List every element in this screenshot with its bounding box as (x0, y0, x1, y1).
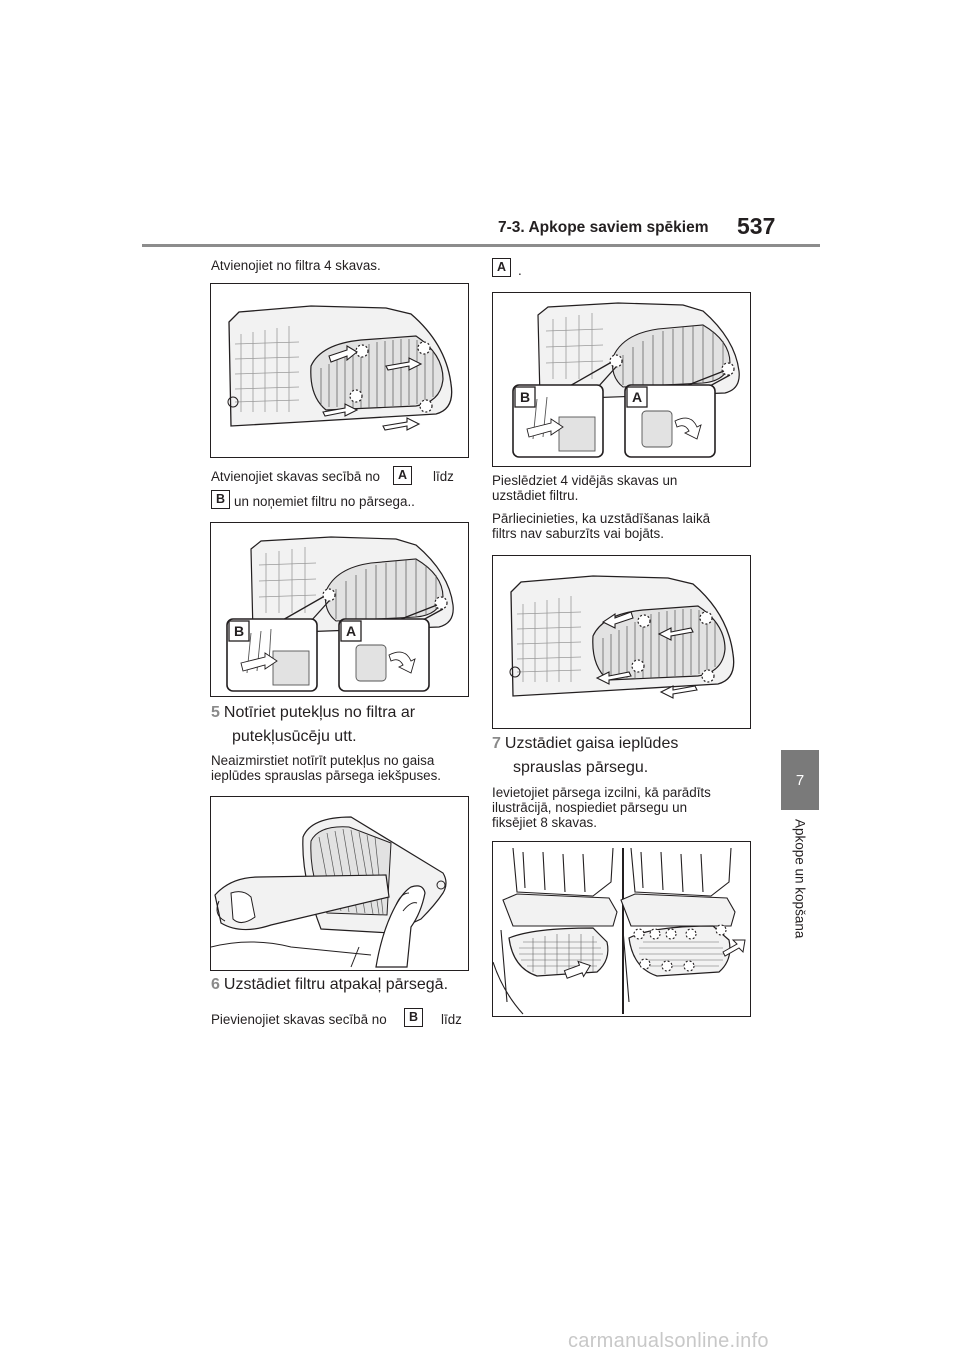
figure-attach-center-clips (492, 555, 751, 729)
step-5-number: 5 (211, 704, 220, 721)
section-title: 7-3. Apkope saviem spēkiem (498, 219, 709, 236)
chapter-number: 7 (795, 771, 805, 789)
step-6-label-b-box: B (404, 1008, 423, 1027)
step-6-number: 6 (211, 976, 220, 993)
step-7-note-line3: fiksējiet 8 skavas. (492, 815, 597, 830)
unclip-order-text: Atvienojiet skavas secībā no (211, 469, 380, 484)
remove-filter-text: un noņemiet filtru no pārsega.. (234, 494, 415, 509)
step-5-heading-line2: putekļusūcēju utt. (232, 728, 357, 745)
figure-vacuum-filter (210, 796, 469, 971)
fig4-label-a: A (632, 389, 642, 405)
figure-unclip-order: B A (210, 522, 469, 697)
right-period: . (518, 263, 522, 278)
header-rule (142, 244, 820, 247)
right-text1-line1: Pieslēdziet 4 vidējās skavas un (492, 473, 678, 488)
figure-unclip-order-right: B A (492, 292, 751, 467)
step-5-note-line2: ieplūdes sprauslas pārsega iekšpuses. (211, 768, 442, 783)
chapter-tab: 7 (781, 750, 819, 810)
label-a-box: A (393, 466, 412, 485)
step-7-number: 7 (492, 735, 501, 752)
step-5-note-line1: Neaizmirstiet notīrīt putekļus no gaisa (211, 753, 435, 768)
until-text: līdz (433, 469, 454, 484)
footer-watermark: carmanualsonline.info (568, 1330, 769, 1352)
figure-install-cover (492, 841, 751, 1017)
step-6-note-text: Pievienojiet skavas secībā no (211, 1012, 387, 1027)
page-number: 537 (737, 213, 776, 239)
fig4-label-b: B (520, 389, 530, 405)
step-7-heading-line2: sprauslas pārsegu. (513, 759, 649, 776)
right-text2-line2: filtrs nav saburzīts vai bojāts. (492, 526, 664, 541)
step-6-until-text: līdz (441, 1012, 462, 1027)
chapter-title-vertical: Apkope un kopšana (760, 819, 840, 959)
step-7-note-line1: Ievietojiet pārsega izcilni, kā parādīts (492, 785, 711, 800)
figure-filter-clips (210, 283, 469, 458)
label-b-box: B (211, 490, 230, 509)
step-7-note-line2: ilustrācijā, nospiediet pārsegu un (492, 800, 688, 815)
chapter-title: Apkope un kopšana (792, 819, 808, 939)
right-text1-line2: uzstādiet filtru. (492, 488, 579, 503)
fig2-label-b: B (234, 623, 244, 639)
intro-text: Atvienojiet no filtra 4 skavas. (211, 258, 381, 273)
right-label-a-box: A (492, 258, 511, 277)
fig2-label-a: A (346, 623, 356, 639)
right-text2-line1: Pārliecinieties, ka uzstādīšanas laikā (492, 511, 711, 526)
